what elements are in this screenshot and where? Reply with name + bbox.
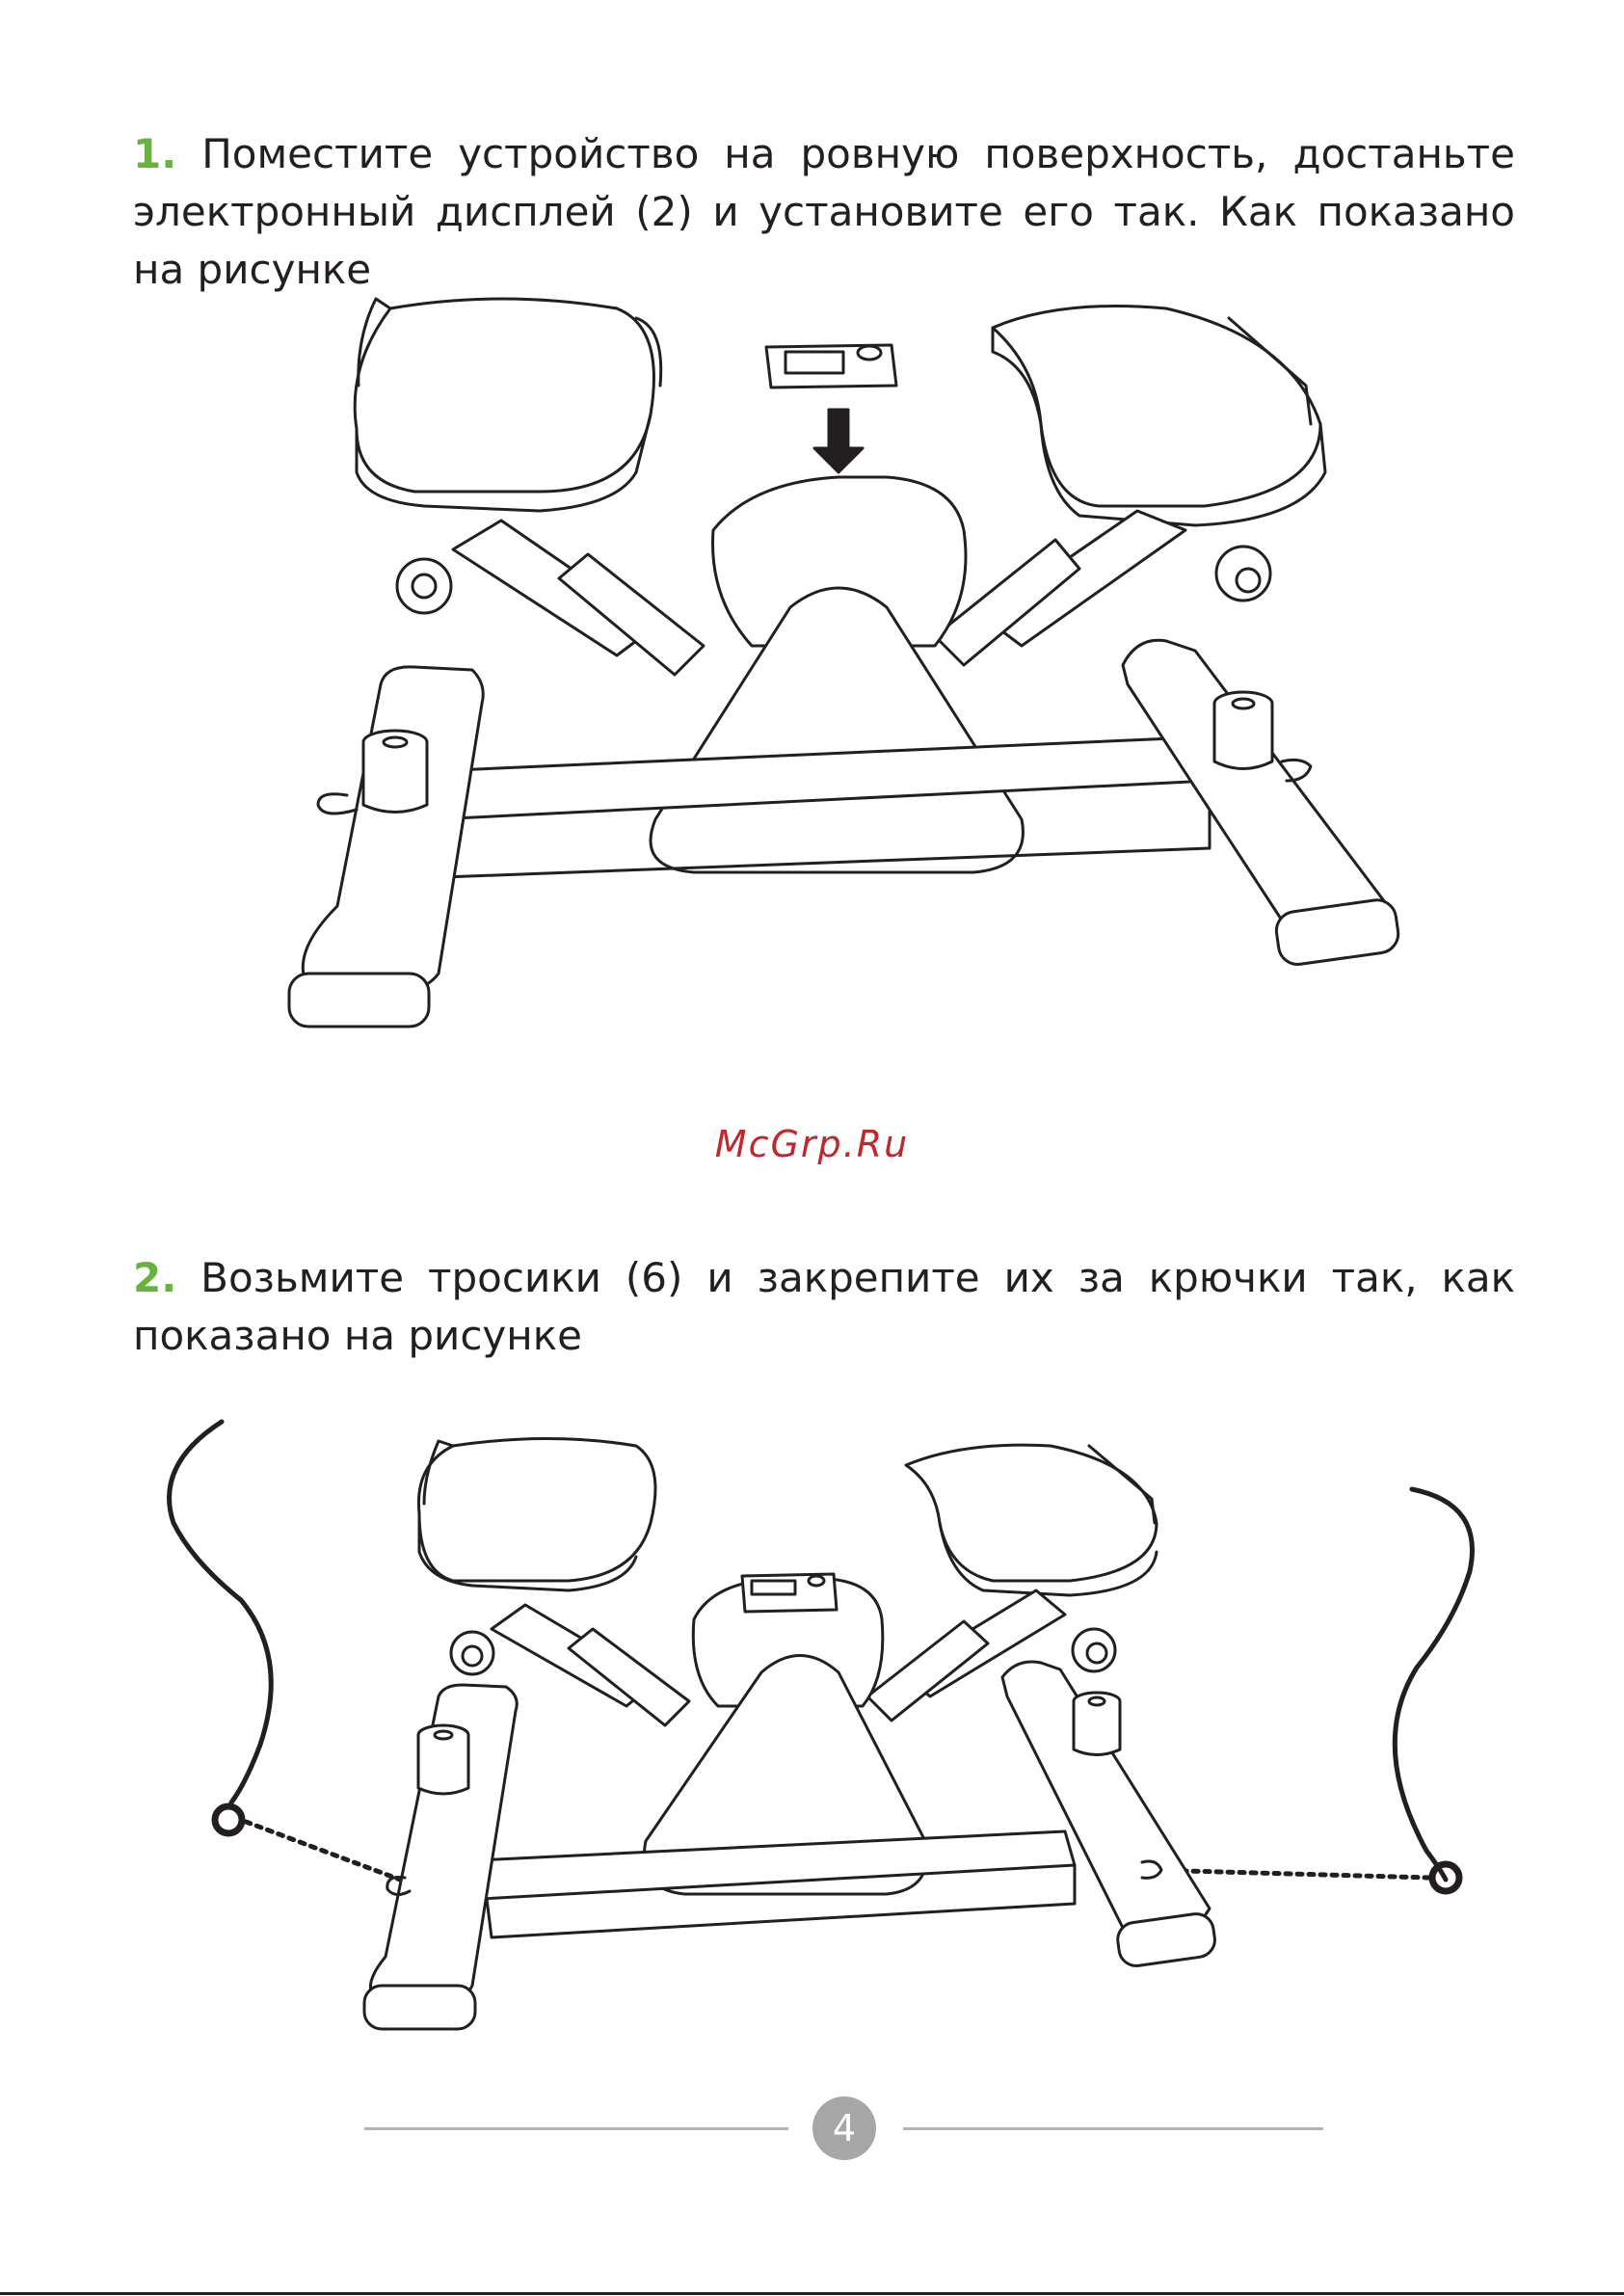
stepper-display-illustration [0, 280, 1624, 1070]
bottom-edge-rule [0, 2292, 1624, 2295]
step-2-number: 2. [133, 1254, 176, 1301]
down-arrow [814, 410, 863, 472]
step-1-instruction: 1. Поместите устройство на ровную поверх… [133, 125, 1515, 299]
step-2-text: Возьмите тросики (6) и закрепите их за к… [133, 1254, 1515, 1359]
left-cable-loop [215, 1806, 242, 1833]
stepper-cables-illustration [0, 1417, 1624, 2092]
left-rear-wheel [397, 559, 451, 613]
right-pedal [993, 307, 1325, 526]
watermark: McGrp.Ru [0, 1123, 1624, 1165]
display-unit [766, 345, 896, 387]
step-2-instruction: 2. Возьмите тросики (6) и закрепите их з… [133, 1249, 1515, 1365]
step-1-number: 1. [133, 130, 176, 177]
footer-divider-right [903, 2127, 1323, 2130]
right-rear-wheel [1216, 547, 1270, 601]
left-cable [170, 1422, 272, 1802]
right-cable [1395, 1489, 1472, 1880]
page-number-badge: 4 [812, 2096, 876, 2160]
left-pedal [355, 299, 661, 511]
step-1-text: Поместите устройство на ровную поверхнос… [133, 130, 1515, 293]
footer-divider-left [364, 2127, 788, 2130]
